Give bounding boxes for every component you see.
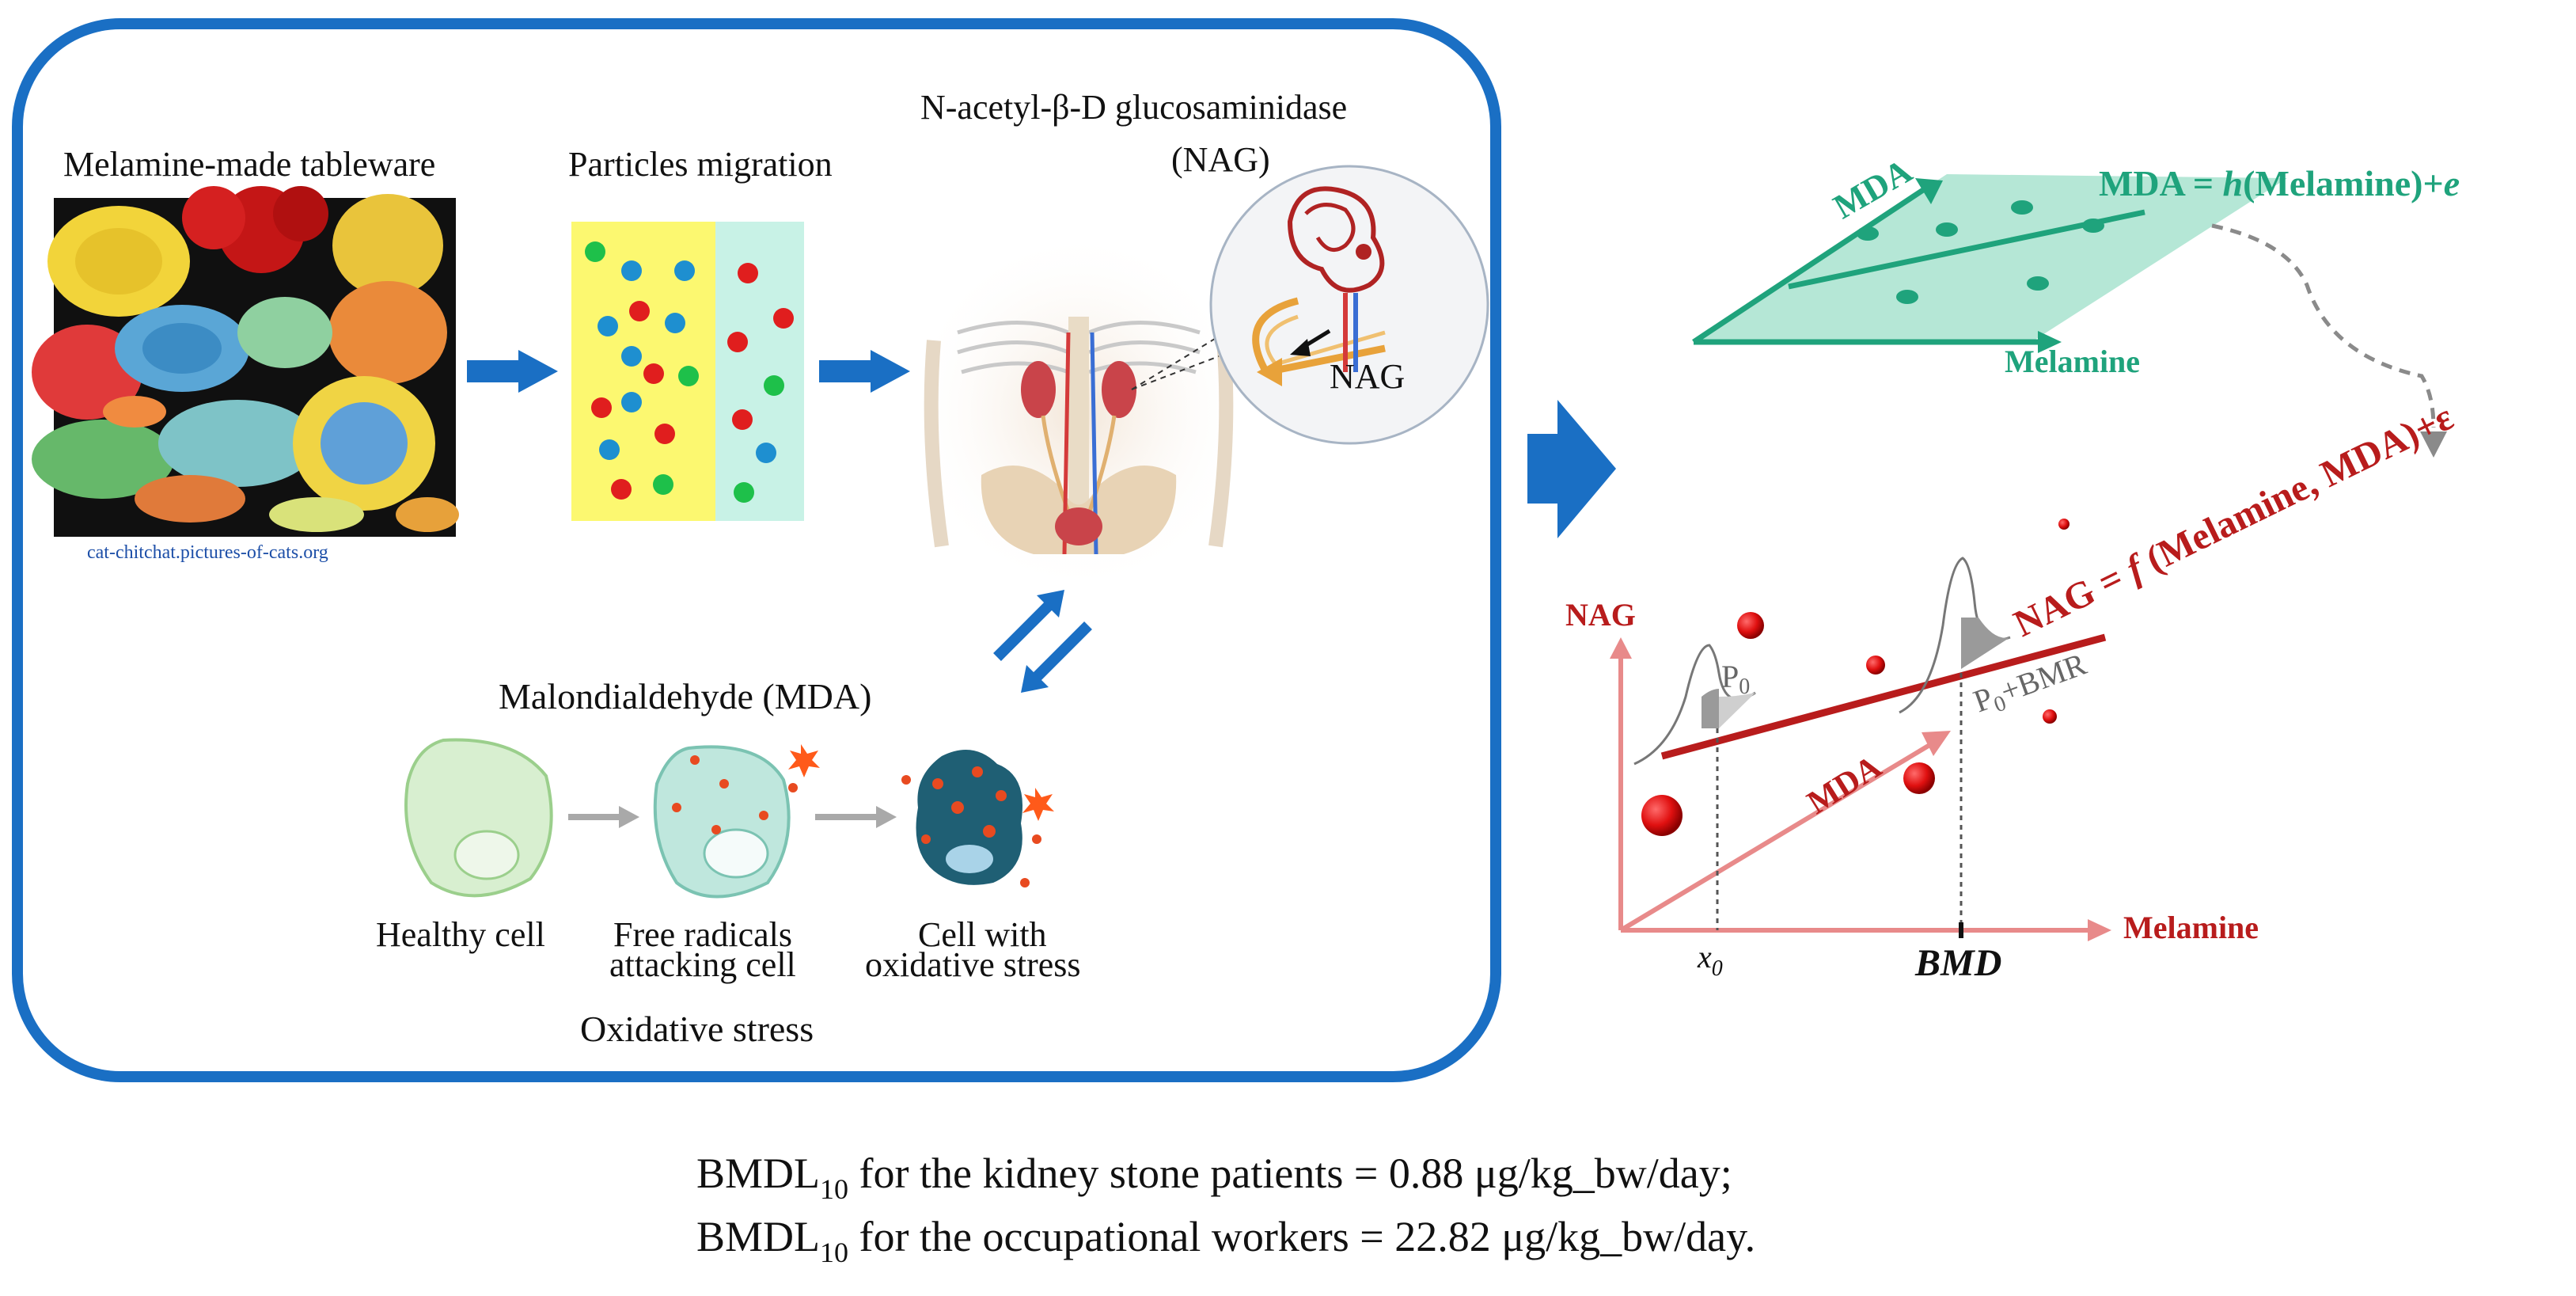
photo-credit: cat-chitchat.pictures-of-cats.org [87, 542, 328, 563]
anatomy-figure [920, 245, 1237, 578]
flow-arrow-2 [819, 350, 910, 393]
green-particle [734, 482, 754, 503]
connector-dashed-arrow [2211, 223, 2436, 428]
lower-axis-depth-label: MDA [1801, 748, 1888, 822]
red-ball [1641, 795, 1683, 836]
blue-particle [621, 392, 642, 412]
footer-line-2: BMDL10 for the occupational workers = 22… [696, 1213, 1755, 1268]
red-particle [732, 409, 753, 430]
bmd-label: BMD [1914, 942, 2001, 984]
blue-particle [674, 260, 695, 281]
blue-particle [621, 260, 642, 281]
cell-attacked-label-2: attacking cell [609, 945, 796, 984]
red-particle [629, 301, 650, 321]
inset-leader [1131, 332, 1226, 390]
nag-title-line2: (NAG) [1171, 140, 1270, 179]
x0-label: x0 [1697, 939, 1723, 981]
red-particle [643, 363, 664, 384]
red-ball [1866, 656, 1885, 675]
particles [585, 241, 794, 503]
nephron-inset [1209, 165, 1489, 445]
stressed-cell [901, 750, 1054, 887]
red-ball [2043, 709, 2057, 724]
red-particle [727, 332, 748, 352]
migration-label: Particles migration [568, 145, 833, 184]
attacked-cell [653, 744, 820, 899]
upper-equation: MDA = h(Melamine)+e [2099, 163, 2460, 203]
data-points [1641, 519, 2070, 836]
lower-axis-x-label: Melamine [2123, 910, 2259, 945]
transition-arrow [1527, 400, 1616, 538]
red-particle [611, 479, 632, 500]
tableware-label: Melamine-made tableware [63, 145, 435, 184]
red-particle [654, 424, 675, 444]
flow-arrow-1 [467, 350, 558, 393]
cell-attacked-label-1: Free radicals [613, 915, 792, 954]
lower-equation: NAG = f (Melamine, MDA)+ε [2008, 396, 2460, 645]
oxidative-stress-label: Oxidative stress [580, 1009, 814, 1049]
blue-particle [598, 316, 618, 336]
tableware-photo [32, 186, 459, 537]
regression-line [1660, 633, 2107, 760]
green-particle [585, 241, 605, 262]
healthy-cell [404, 738, 553, 898]
blue-particle [756, 443, 776, 463]
footer-line-1: BMDL10 for the kidney stone patients = 0… [696, 1150, 1732, 1205]
upper-axes [1692, 178, 2145, 353]
green-particle [653, 474, 673, 495]
gray-arrow-2 [815, 806, 897, 828]
lower-axis-y-label: NAG [1565, 597, 1636, 633]
red-particle [773, 308, 794, 329]
mda-title: Malondialdehyde (MDA) [499, 676, 871, 716]
upper-axis-x-label: Melamine [2005, 344, 2140, 379]
inset-leader [1131, 355, 1220, 390]
cell-stressed-label-1: Cell with [918, 915, 1047, 954]
bell-curve-p0bmr [1899, 557, 2011, 714]
red-ball [2058, 519, 2070, 530]
nag-inset-label: NAG [1330, 357, 1405, 396]
blue-particle [665, 313, 685, 333]
cell-healthy-label: Healthy cell [376, 915, 545, 954]
red-ball [1737, 612, 1764, 639]
cell-stressed-label-2: oxidative stress [865, 945, 1081, 984]
nag-title-line1: N-acetyl-β-D glucosaminidase [920, 88, 1347, 127]
red-particle [591, 397, 612, 418]
lower-axes [1610, 637, 2111, 941]
gray-arrow-1 [568, 806, 639, 828]
bell-curve-p0 [1633, 644, 1756, 766]
equilibrium-arrows [993, 590, 1092, 693]
red-ball [1903, 762, 1935, 794]
green-particle [764, 375, 784, 396]
green-particle [678, 366, 699, 386]
connector-arrowhead [2420, 431, 2447, 458]
p0-label: P0 [1721, 659, 1750, 699]
blue-particle [599, 439, 620, 460]
red-particle [738, 263, 758, 283]
left-panel-frame [12, 18, 1501, 1082]
blue-particle [621, 346, 642, 367]
